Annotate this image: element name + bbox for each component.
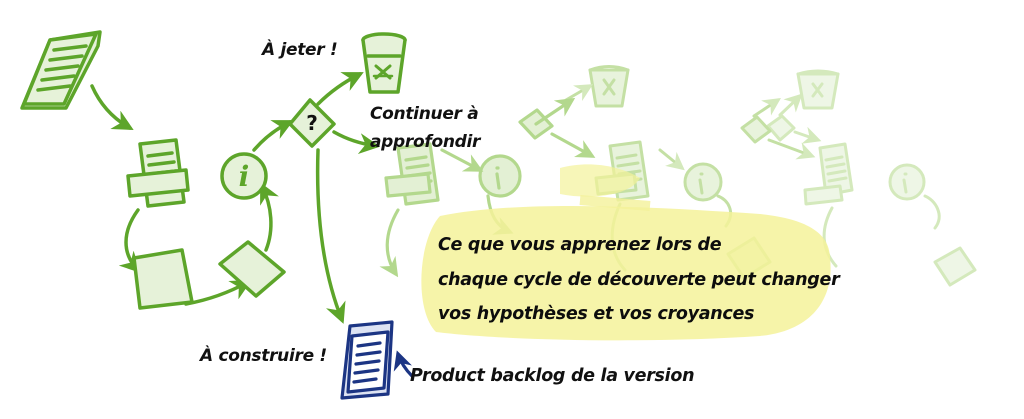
faded-cycle-3 (766, 69, 977, 287)
prototype-sheet-icon (132, 248, 194, 310)
faded-cycle-1 (379, 97, 596, 278)
continue-label-line2: approfondir (370, 132, 481, 152)
learning-note-line1: Ce que vous apprenez lors de (438, 235, 722, 255)
note-highlight (421, 164, 831, 341)
initial-document-icon (20, 30, 102, 110)
product-backlog-icon (340, 320, 414, 400)
learning-note-line3: vos hypothèses et vos croyances (438, 304, 755, 324)
experiment-sheet-icon (218, 240, 286, 298)
build-label: À construire ! (200, 346, 327, 366)
learning-note-line2: chaque cycle de découverte peut changer (438, 269, 840, 290)
backlog-label: Product backlog de la version (410, 366, 695, 386)
continue-label-line1: Continuer à (370, 104, 479, 124)
info-glyph-icon: i (239, 160, 250, 193)
info-icon (220, 152, 268, 200)
discard-label: À jeter ! (262, 40, 338, 60)
trash-bin-icon (361, 32, 407, 94)
primary-cycle (20, 30, 407, 324)
question-mark-icon: ? (306, 111, 318, 135)
discovery-document-icon (126, 138, 190, 208)
decision-diamond-icon (288, 98, 336, 148)
continue-label: Continuer à approfondir (370, 100, 480, 156)
learning-note: Ce que vous apprenez lors de chaque cycl… (438, 228, 840, 332)
